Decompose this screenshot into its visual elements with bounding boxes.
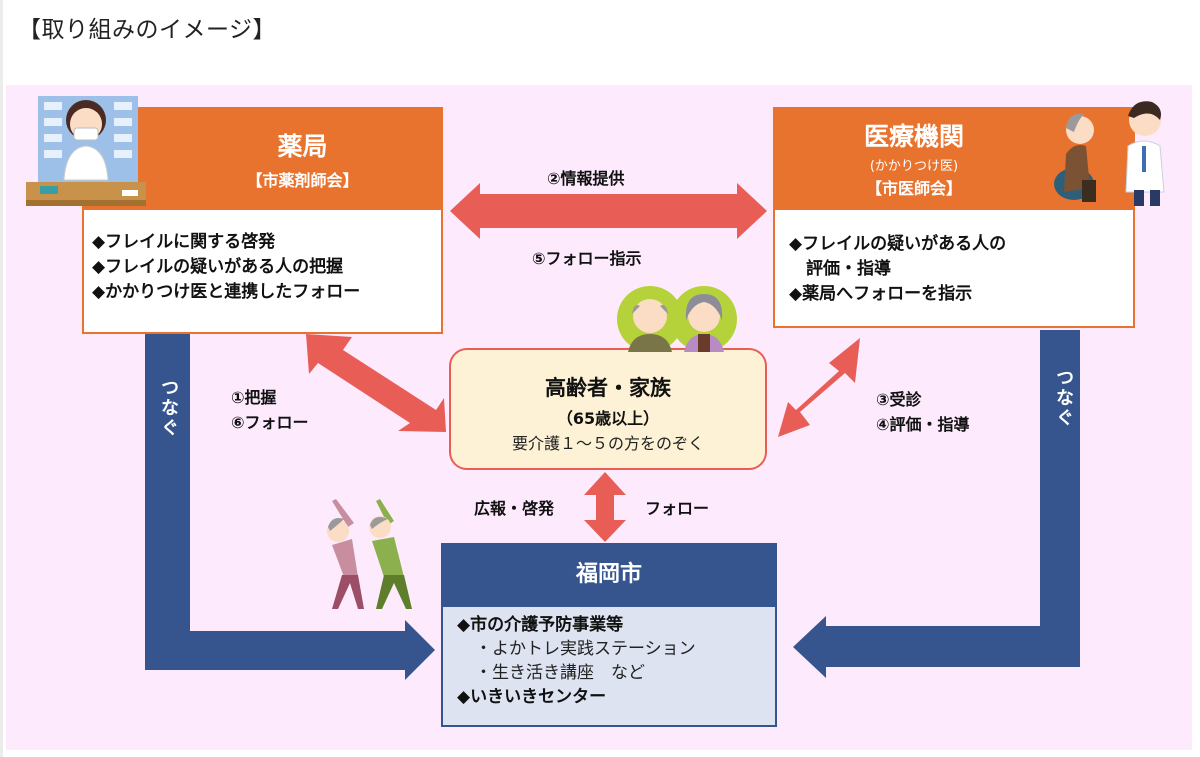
double-arrow-pharmacy-elderly xyxy=(306,334,446,432)
pharmacy-header: 薬局 【市薬剤師会】 xyxy=(82,107,443,210)
city-item: ◆いきいきセンター xyxy=(457,687,607,707)
medical-note: (かかりつけ医) xyxy=(869,159,959,174)
connect-arrow-left xyxy=(145,330,435,680)
double-arrow-pharmacy-medical xyxy=(450,183,767,239)
flow-label-info-provision: ②情報提供 xyxy=(547,169,625,188)
elderly-title: 高齢者・家族 xyxy=(545,376,671,400)
connect-arrow-right xyxy=(793,330,1080,678)
city-header: 福岡市 xyxy=(441,543,777,607)
flow-label-follow-instruction: ⑤フォロー指示 xyxy=(532,249,642,268)
flow-label-publicity: 広報・啓発 xyxy=(474,499,555,518)
flow-label-city-follow: フォロー xyxy=(645,499,710,518)
doctor-patient-illustration xyxy=(1054,101,1165,206)
city-item: ◆市の介護予防事業等 xyxy=(457,615,624,635)
flow-label-evaluation: ④評価・指導 xyxy=(876,415,970,434)
elderly-age: （65歳以上） xyxy=(556,409,660,428)
city-body: ◆市の介護予防事業等 ・よかトレ実践ステーション ・生き活き講座 など ◆いきい… xyxy=(441,607,777,727)
connect-label-right: つなぐ xyxy=(1053,368,1074,428)
pharmacy-item: ◆フレイルに関する啓発 xyxy=(92,232,276,252)
page-left-border xyxy=(0,0,3,757)
elderly-couple-illustration xyxy=(617,286,737,352)
double-arrow-elderly-city xyxy=(584,472,626,542)
city-subitem: ・生き活き講座 など xyxy=(475,663,645,683)
city-subitem: ・よかトレ実践ステーション xyxy=(475,639,696,659)
pharmacist-illustration xyxy=(26,96,146,206)
medical-body: ◆フレイルの疑いがある人の 評価・指導 ◆薬局へフォローを指示 xyxy=(773,210,1135,328)
pharmacy-subtitle: 【市薬剤師会】 xyxy=(246,171,359,190)
medical-title: 医療機関 xyxy=(863,122,964,151)
medical-item: ◆薬局へフォローを指示 xyxy=(789,284,973,304)
medical-subtitle: 【市医師会】 xyxy=(865,179,962,198)
flow-label-consultation: ③受診 xyxy=(876,390,922,409)
elderly-box: 高齢者・家族 （65歳以上） 要介護１～５の方をのぞく xyxy=(449,348,767,470)
page-title: 【取り組みのイメージ】 xyxy=(18,17,277,43)
pharmacy-title: 薬局 xyxy=(277,132,328,161)
pharmacy-body: ◆フレイルに関する啓発 ◆フレイルの疑いがある人の把握 ◆かかりつけ医と連携した… xyxy=(82,210,443,334)
connect-label-left: つなぐ xyxy=(158,378,179,438)
elderly-note: 要介護１～５の方をのぞく xyxy=(511,434,704,453)
pharmacy-item: ◆かかりつけ医と連携したフォロー xyxy=(92,282,361,302)
pharmacy-item: ◆フレイルの疑いがある人の把握 xyxy=(92,257,344,277)
double-arrow-medical-elderly xyxy=(778,338,860,437)
medical-item: ◆フレイルの疑いがある人の xyxy=(789,234,1007,254)
flow-label-follow: ⑥フォロー xyxy=(231,413,309,432)
flow-label-grasp: ①把握 xyxy=(231,388,277,407)
exercising-elderly-illustration xyxy=(327,499,412,609)
medical-item: 評価・指導 xyxy=(789,259,891,279)
